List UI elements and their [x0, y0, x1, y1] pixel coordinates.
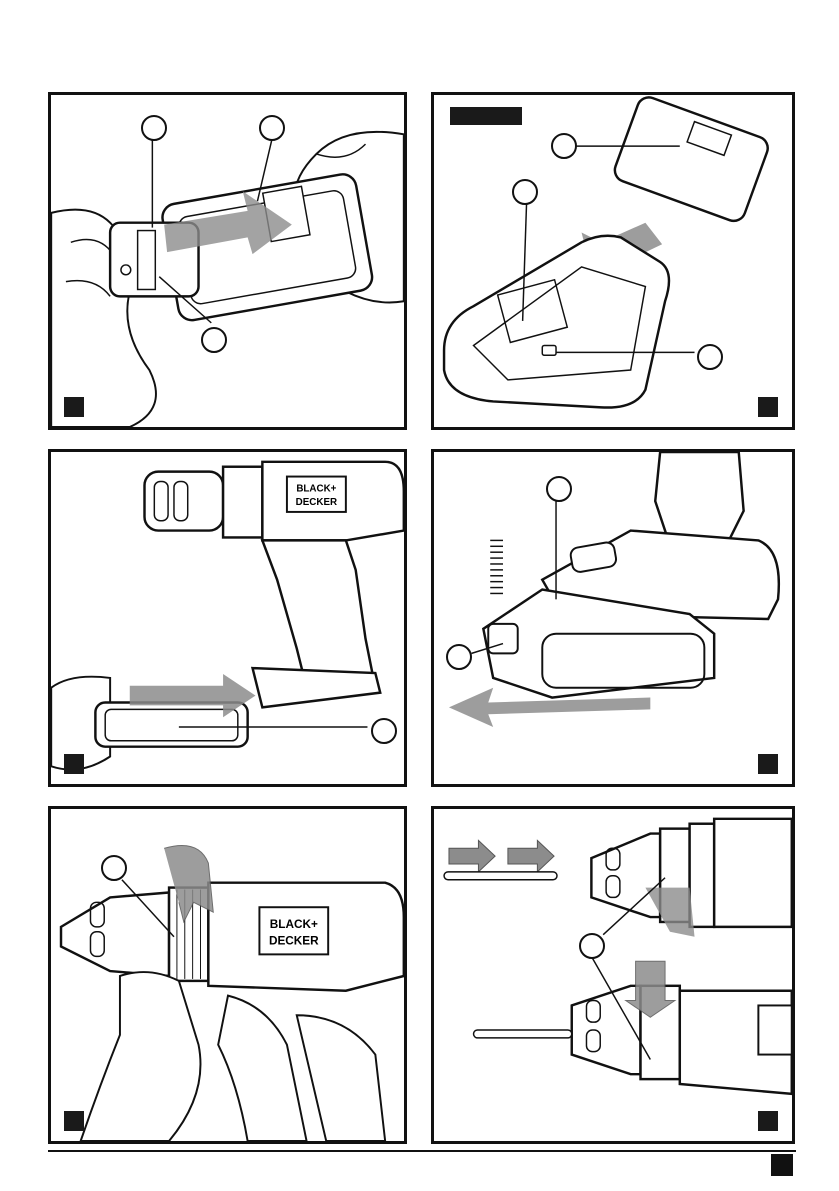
- figure-panel-bit: [431, 806, 795, 1144]
- brand-line1: BLACK+: [270, 918, 318, 931]
- callout-circle: [259, 115, 285, 141]
- brand-line1: BLACK+: [296, 483, 336, 494]
- callout-circle: [551, 133, 577, 159]
- callout-circle: [546, 476, 572, 502]
- drill-battery-remove-illustration: [434, 452, 792, 784]
- figure-panel-battery-check: [48, 92, 407, 430]
- brand-line2: DECKER: [296, 497, 337, 508]
- figure-panel-chuck: BLACK+ DECKER: [48, 806, 407, 1144]
- drill-bit-insert-illustration: [434, 809, 792, 1141]
- figure-letter-badge: [64, 754, 84, 774]
- figure-panel-battery-remove: [431, 449, 795, 787]
- battery-check-illustration: [51, 95, 404, 427]
- figure-letter-badge: [758, 1111, 778, 1131]
- callout-circle: [371, 718, 397, 744]
- callout-circle: [697, 344, 723, 370]
- figure-letter-badge: [64, 397, 84, 417]
- brand-line2: DECKER: [269, 935, 319, 948]
- figure-letter-badge: [758, 754, 778, 774]
- figure-panel-battery-insert: BLACK+ DECKER: [48, 449, 407, 787]
- callout-circle: [101, 855, 127, 881]
- drill-battery-insert-illustration: BLACK+ DECKER: [51, 452, 404, 784]
- page-number-badge: [771, 1154, 793, 1176]
- callout-circle: [201, 327, 227, 353]
- figure-panel-charger: [431, 92, 795, 430]
- figure-letter-badge: [64, 1111, 84, 1131]
- callout-circle: [512, 179, 538, 205]
- charger-illustration: [434, 95, 792, 427]
- callout-circle: [579, 933, 605, 959]
- footer-rule: [48, 1150, 796, 1152]
- callout-circle: [141, 115, 167, 141]
- callout-circle: [446, 644, 472, 670]
- figure-letter-badge: [758, 397, 778, 417]
